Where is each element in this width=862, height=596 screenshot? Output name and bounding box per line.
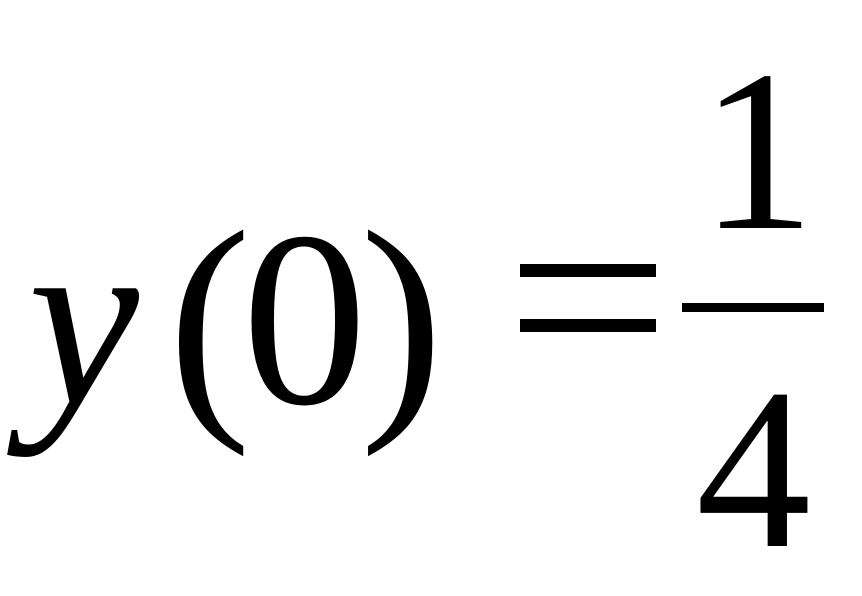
fraction-bar bbox=[682, 303, 824, 312]
left-parenthesis: ( bbox=[168, 181, 252, 458]
equals-sign-bottom-bar bbox=[520, 319, 656, 332]
variable-y: y bbox=[28, 181, 139, 458]
fraction-denominator: 4 bbox=[696, 341, 811, 596]
equation: y ( 0 ) 1 4 bbox=[28, 23, 824, 584]
function-argument: 0 bbox=[242, 181, 367, 458]
right-parenthesis: ) bbox=[360, 181, 444, 458]
fraction-numerator: 1 bbox=[700, 23, 815, 278]
equals-sign-top-bar bbox=[520, 264, 656, 277]
